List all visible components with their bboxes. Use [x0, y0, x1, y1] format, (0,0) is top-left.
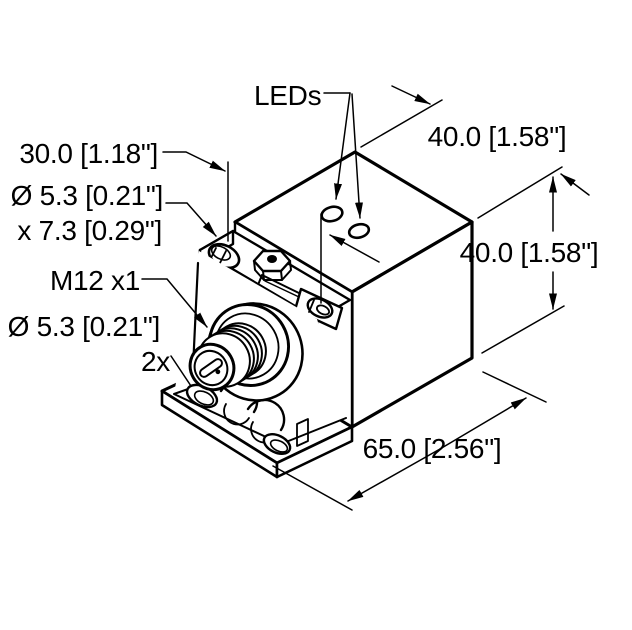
m12-connector	[188, 302, 304, 402]
dim-top-width-arrow-2	[560, 173, 590, 196]
dim-top-width-ext-1	[360, 99, 443, 148]
dimension-lines	[141, 85, 590, 511]
dim-height-ext-bottom	[481, 305, 565, 354]
hole-dia-label: Ø 5.3 [0.21"]	[8, 311, 160, 342]
flange-hole-2	[262, 433, 292, 455]
dim-depth-ext-left	[272, 465, 353, 511]
leds-label: LEDs	[254, 80, 321, 111]
flange-step-lines	[296, 418, 309, 447]
screw-center-dot	[267, 255, 277, 263]
dim-depth-line-left	[347, 448, 441, 502]
slot-hole-2	[293, 287, 344, 331]
flange-side-right	[275, 425, 354, 479]
thread-label: M12 x1	[50, 265, 140, 296]
labels: LEDs 30.0 [1.18"] Ø 5.3 [0.21"] x 7.3 [0…	[8, 80, 599, 464]
hole-count-label: 2x	[141, 346, 170, 377]
dim-height-label: 40.0 [1.58"]	[460, 237, 599, 268]
dim-depth-label: 65.0 [2.56"]	[363, 433, 502, 464]
slot-size-label-line2: x 7.3 [0.29"]	[17, 215, 162, 246]
hole-count-leader	[170, 355, 192, 387]
thread-leader	[141, 278, 208, 328]
slot-size-leader	[165, 202, 217, 237]
dim-depth-line-right	[439, 397, 527, 450]
dim-top-width-arrow-1	[391, 85, 431, 105]
connector-keyway	[199, 358, 223, 378]
leds-arrow-2	[351, 93, 363, 219]
dim-head-width-label: 30.0 [1.18"]	[19, 138, 158, 169]
slot-size-label-line1: Ø 5.3 [0.21"]	[11, 180, 163, 211]
dim-top-width-ext-2	[477, 166, 563, 219]
leds-arrow-1	[334, 92, 351, 200]
dim-top-width-label: 40.0 [1.58"]	[428, 121, 567, 152]
led-hole-1	[320, 205, 344, 223]
dim-head-width-leader	[162, 151, 226, 172]
connector-face-inner	[193, 349, 229, 387]
dim-depth-ext-right	[482, 371, 547, 403]
slot2-reference-arrow	[329, 234, 380, 263]
led-hole-2	[347, 222, 371, 240]
device-body	[160, 150, 474, 479]
led-holes	[320, 205, 371, 240]
